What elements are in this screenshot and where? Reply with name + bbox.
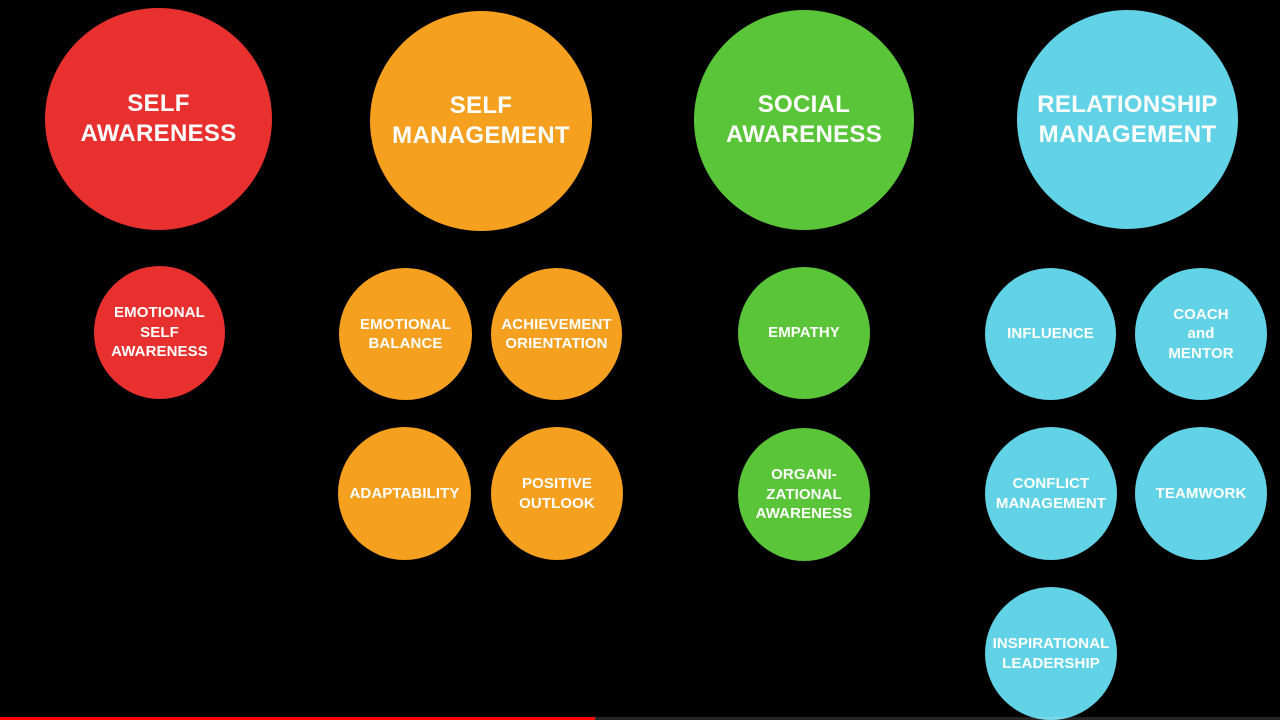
influence-label: INFLUENCE: [1007, 325, 1094, 343]
self-management-circle: SELF MANAGEMENT: [370, 11, 592, 231]
emotional-balance-circle: EMOTIONAL BALANCE: [339, 268, 472, 400]
teamwork-label: TEAMWORK: [1155, 484, 1247, 502]
conflict-management-circle: CONFLICT MANAGEMENT: [985, 427, 1117, 560]
social-awareness-circle: SOCIAL AWARENESS: [694, 10, 914, 230]
achievement-orientation-label: ACHIEVEMENT ORIENTATION: [501, 315, 612, 353]
inspirational-leadership-label: INSPIRATIONAL LEADERSHIP: [992, 635, 1110, 672]
self-awareness-circle: SELF AWARENESS: [45, 8, 272, 230]
video-progress-fill: [0, 717, 596, 720]
relationship-management-title: RELATIONSHIP MANAGEMENT: [1037, 90, 1218, 148]
influence-circle: INFLUENCE: [985, 268, 1116, 400]
and-word: and: [1187, 325, 1215, 343]
adaptability-circle: ADAPTABILITY: [338, 427, 471, 560]
organizational-awareness-circle: ORGANI- ZATIONAL AWARENESS: [738, 428, 870, 561]
coach-word: COACH: [1173, 305, 1229, 323]
self-management-title: SELF MANAGEMENT: [392, 92, 570, 149]
relationship-management-circle: RELATIONSHIP MANAGEMENT: [1017, 10, 1238, 229]
emotional-self-awareness-circle: EMOTIONAL SELF AWARENESS: [94, 266, 225, 399]
positive-outlook-circle: POSITIVE OUTLOOK: [491, 427, 623, 560]
emotional-self-awareness-label: EMOTIONAL SELF AWARENESS: [111, 304, 208, 361]
teamwork-circle: TEAMWORK: [1135, 427, 1267, 560]
emotional-balance-label: EMOTIONAL BALANCE: [360, 315, 451, 353]
social-awareness-title: SOCIAL AWARENESS: [725, 91, 883, 148]
empathy-circle: EMPATHY: [738, 267, 870, 399]
empathy-label: EMPATHY: [768, 324, 840, 342]
video-progress-bar[interactable]: [0, 717, 1280, 720]
organizational-awareness-label: ORGANI- ZATIONAL AWARENESS: [755, 466, 853, 523]
self-awareness-title: SELF AWARENESS: [80, 90, 237, 147]
conflict-management-label: CONFLICT MANAGEMENT: [995, 475, 1107, 512]
mentor-word: MENTOR: [1168, 344, 1234, 362]
adaptability-label: ADAPTABILITY: [349, 484, 460, 502]
positive-outlook-label: POSITIVE OUTLOOK: [519, 475, 595, 512]
achievement-orientation-circle: ACHIEVEMENT ORIENTATION: [491, 268, 622, 400]
inspirational-leadership-circle: INSPIRATIONAL LEADERSHIP: [985, 587, 1117, 720]
